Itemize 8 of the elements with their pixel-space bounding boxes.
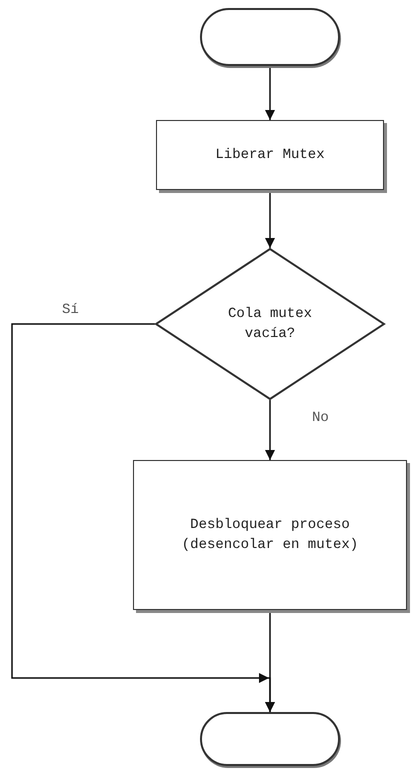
- node-text: Liberar Mutex: [215, 146, 325, 165]
- node-text: Cola mutex vacía?: [226, 304, 313, 344]
- terminator-shape: [200, 712, 340, 766]
- decision-diamond: [155, 248, 385, 400]
- process-box: [156, 120, 384, 190]
- terminator-shape: [200, 8, 340, 66]
- process-box: [133, 460, 407, 610]
- node-text: Desbloquear proceso (desencolar en mutex): [180, 516, 360, 555]
